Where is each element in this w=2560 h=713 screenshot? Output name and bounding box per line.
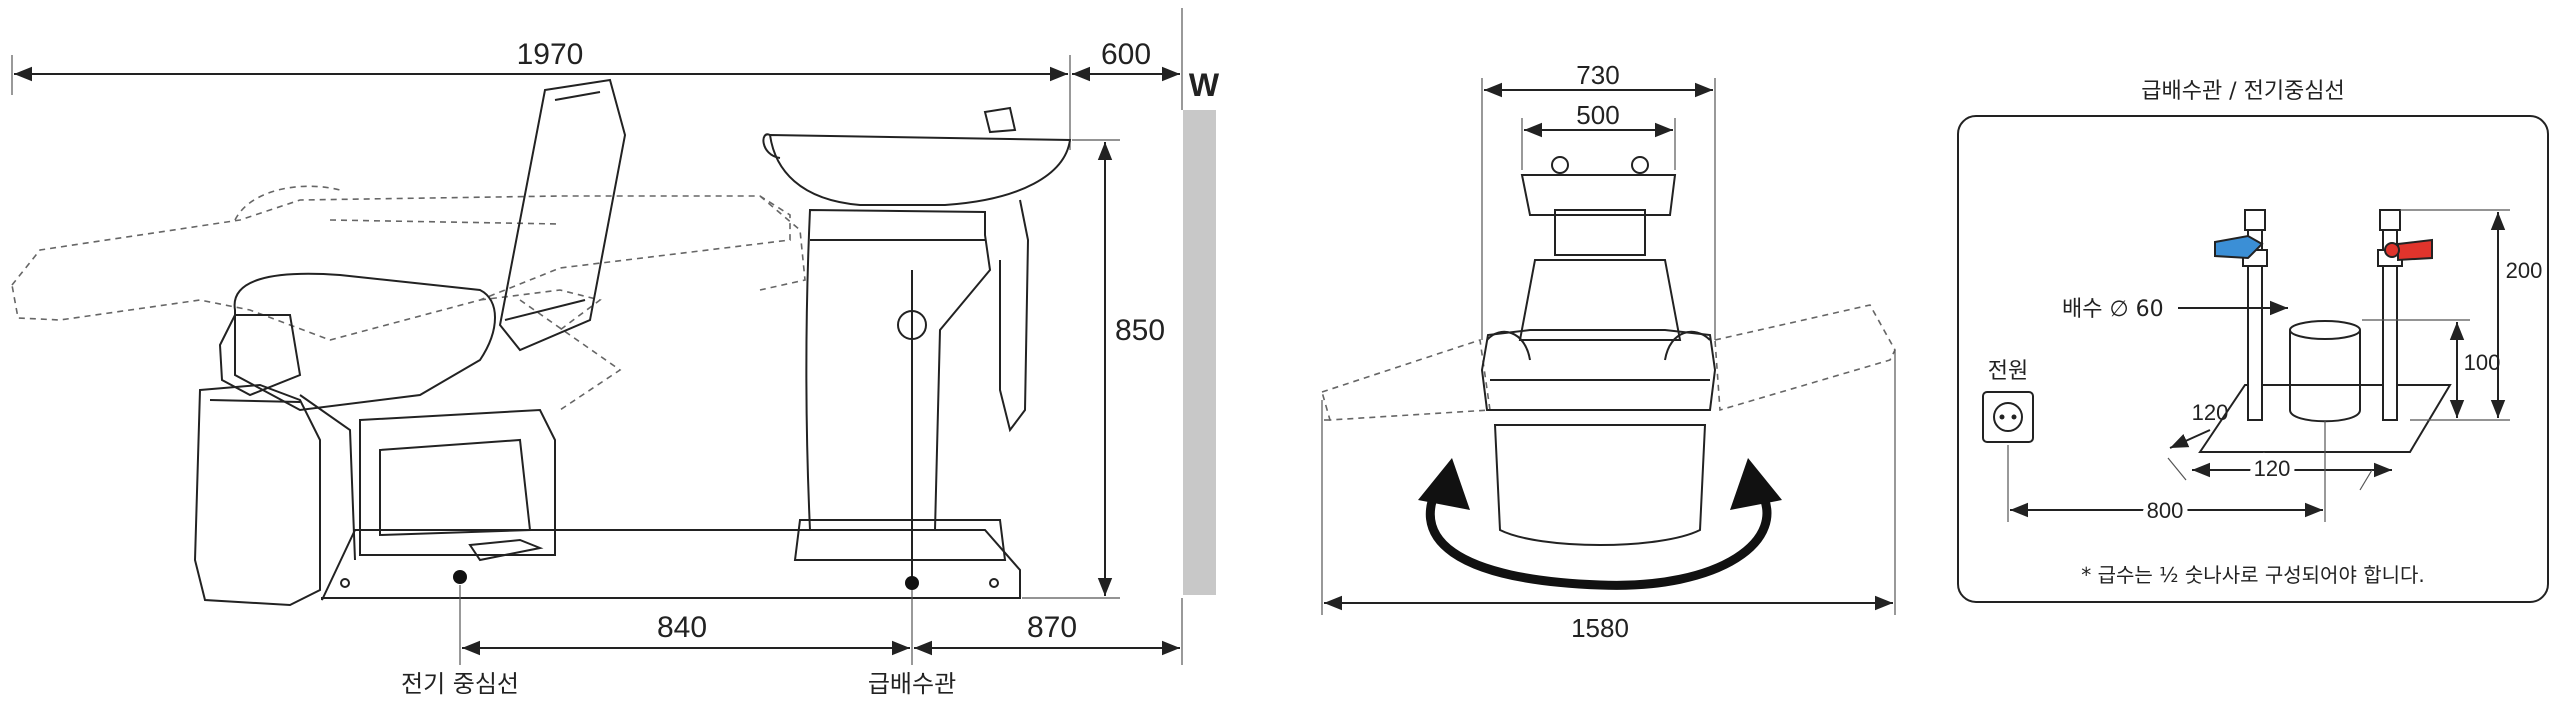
reclined-chair-outline [11, 185, 806, 411]
chair-base [359, 408, 556, 556]
rotated-chair-right [1714, 304, 1896, 412]
drain-pipe [2289, 330, 2361, 423]
dim-pipe-height: 200 [2506, 258, 2543, 283]
front-headrest [1554, 209, 1646, 256]
basin-bowl [768, 133, 1072, 206]
base-plate [321, 529, 1021, 601]
drain-label: 배수 ∅ 60 [2062, 297, 2164, 322]
dim-total-length: 1970 [517, 38, 584, 71]
dim-depth: 120 [2192, 400, 2229, 425]
dim-drain-to-wall: 870 [1027, 611, 1077, 644]
front-headrest-basin [1520, 174, 1677, 216]
dim-width: 120 [2254, 456, 2291, 481]
front-view: 730 500 1580 [1321, 60, 1896, 643]
dim-outer-width: 730 [1576, 60, 1619, 90]
plate-bolt [989, 578, 999, 588]
plumbing-detail: 급배수관 / 전기중심선 배수 ∅ 60 200 100 120 [1957, 79, 2549, 603]
plate-bolt [340, 578, 350, 588]
cold-valve-handle [2214, 234, 2264, 260]
rotation-arrow-right-icon [1730, 458, 1782, 510]
wall-marker: W [1189, 67, 1220, 103]
front-leg-rest [1493, 424, 1707, 546]
water-center-marker [905, 576, 919, 590]
power-label: 전원 [1988, 359, 2028, 384]
rotated-chair-left [1321, 338, 1491, 421]
detail-note: * 급수는 ½ 숫나사로 구성되어야 합니다. [2081, 563, 2425, 587]
label-power-center: 전기 중심선 [401, 670, 519, 698]
shampoo-chair [193, 78, 627, 607]
basin-faucet [983, 106, 1017, 134]
side-view: 1970 600 W [11, 8, 1220, 698]
power-center-marker [453, 570, 467, 584]
rotation-arrow-left-icon [1418, 458, 1470, 510]
chair-leg-rest [193, 383, 321, 607]
chair-seat [233, 272, 496, 412]
dim-wall-gap: 600 [1101, 38, 1151, 71]
shampoo-basin-unit [762, 106, 1072, 583]
dim-center-to-drain: 840 [657, 611, 707, 644]
detail-box [1957, 115, 2549, 603]
detail-title: 급배수관 / 전기중심선 [2141, 79, 2345, 104]
front-backrest [1518, 259, 1682, 341]
rotation-arc [1425, 472, 1772, 590]
dim-line-depth [2169, 429, 2211, 449]
hot-valve-handle [2397, 238, 2433, 262]
power-outlet-icon [1982, 391, 2034, 443]
dim-drain-height: 100 [2464, 350, 2501, 375]
chair-armrest [218, 314, 302, 397]
chair-front [1480, 156, 1717, 546]
front-seat [1480, 329, 1717, 411]
basin-pedestal [805, 208, 992, 531]
dim-height: 850 [1115, 314, 1165, 347]
hot-valve-knob [2384, 242, 2400, 258]
dim-rotation-span: 1580 [1571, 613, 1629, 643]
dim-inner-width: 500 [1576, 100, 1619, 130]
chair-backrest [498, 78, 627, 352]
dim-distance: 800 [2147, 498, 2184, 523]
chair-pedal [468, 538, 544, 562]
basin-hose [999, 199, 1030, 433]
label-water-supply: 급배수관 [868, 670, 956, 698]
wall [1183, 110, 1216, 595]
